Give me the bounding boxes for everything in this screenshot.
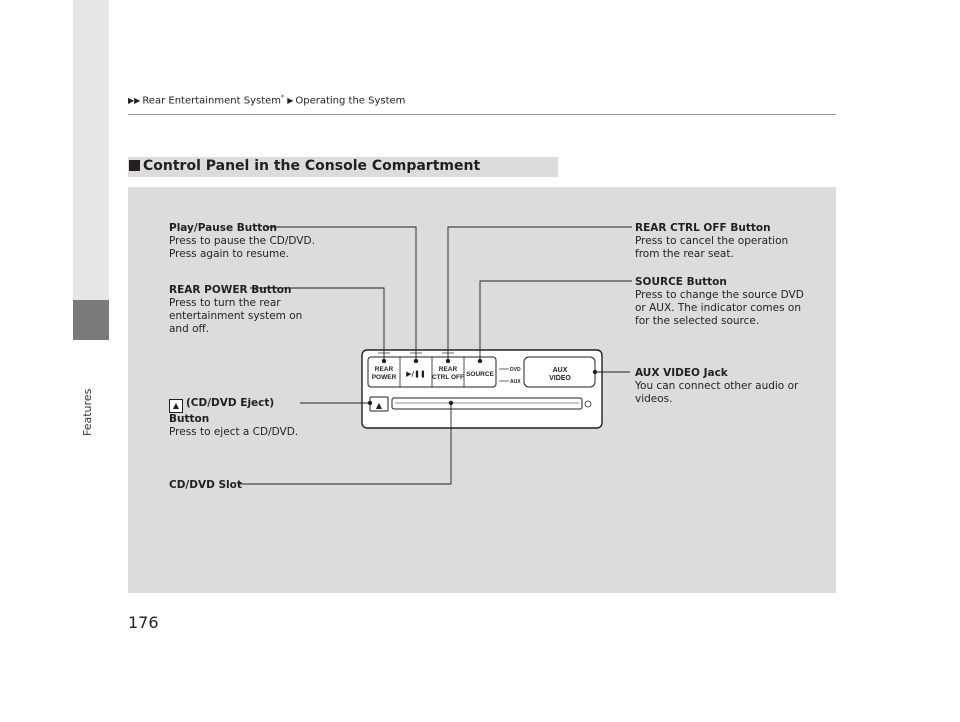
callout-slot: CD/DVD Slot — [169, 479, 249, 492]
callout-title: REAR POWER Button — [169, 284, 292, 296]
breadcrumb-asterisk: * — [281, 94, 285, 101]
callout-title: REAR CTRL OFF Button — [635, 222, 771, 234]
aux-indicator-label: AUX — [510, 379, 521, 385]
breadcrumb-arrow-icon: ▶ — [287, 96, 294, 106]
callout-eject: ▲(CD/DVD Eject) Button Press to eject a … — [169, 397, 304, 439]
callout-title: SOURCE Button — [635, 276, 727, 288]
callout-play-pause: Play/Pause Button Press to pause the CD/… — [169, 222, 319, 261]
rear-power-button-label-2[interactable]: POWER — [372, 374, 397, 381]
chapter-tab — [73, 0, 109, 340]
breadcrumb-arrow-icon: ▶▶ — [128, 96, 141, 106]
aux-video-label: AUX — [553, 367, 568, 374]
callout-title: CD/DVD Slot — [169, 479, 242, 491]
rear-power-button-label[interactable]: REAR — [375, 366, 394, 373]
section-square-icon — [129, 160, 140, 171]
section-title: Control Panel in the Console Compartment — [143, 158, 481, 174]
breadcrumb-current[interactable]: Operating the System — [295, 95, 406, 107]
breadcrumb-parent[interactable]: Rear Entertainment System — [142, 95, 282, 107]
callout-rear-ctrl-off: REAR CTRL OFF Button Press to cancel the… — [635, 222, 815, 261]
callout-description: Press to cancel the operation from the r… — [635, 235, 789, 260]
slot-indicator-light — [584, 400, 592, 408]
breadcrumb: ▶▶Rear Entertainment System* ▶Operating … — [128, 94, 405, 106]
callout-description: Press to eject a CD/DVD. — [169, 426, 299, 438]
callout-description: You can connect other audio or videos. — [635, 380, 799, 405]
callout-source: SOURCE Button Press to change the source… — [635, 276, 815, 328]
source-button-label[interactable]: SOURCE — [466, 371, 494, 378]
aux-video-label-2: VIDEO — [549, 375, 571, 382]
callout-title: AUX VIDEO Jack — [635, 367, 728, 379]
eject-icon: ▲ — [376, 401, 383, 410]
page-number: 176 — [128, 613, 159, 632]
callout-title: (CD/DVD Eject) Button — [169, 397, 275, 425]
disc-slot[interactable] — [391, 397, 583, 410]
leader-slot — [238, 403, 452, 485]
eject-icon: ▲ — [169, 399, 183, 413]
callout-description: Press to turn the rear entertainment sys… — [169, 297, 303, 335]
dvd-indicator-label: DVD — [510, 367, 521, 373]
callout-description: Press to pause the CD/DVD. Press again t… — [169, 235, 315, 260]
leader-rear-ctrl-off — [447, 226, 632, 361]
leader-rear-power — [250, 287, 385, 361]
callout-title: Play/Pause Button — [169, 222, 277, 234]
play-pause-button-glyph[interactable]: ▶/❚❚ — [406, 370, 426, 378]
header-divider — [128, 114, 836, 115]
rear-ctrl-off-button-label-2[interactable]: CTRL OFF — [432, 374, 464, 381]
section-header: Control Panel in the Console Compartment — [128, 157, 558, 177]
callout-rear-power: REAR POWER Button Press to turn the rear… — [169, 284, 324, 336]
chapter-tab-marker — [73, 300, 109, 340]
leader-play-pause — [266, 226, 417, 361]
callout-aux-video: AUX VIDEO Jack You can connect other aud… — [635, 367, 810, 406]
callout-description: Press to change the source DVD or AUX. T… — [635, 289, 804, 327]
rear-ctrl-off-button-label[interactable]: REAR — [439, 366, 458, 373]
leader-source — [479, 280, 632, 361]
